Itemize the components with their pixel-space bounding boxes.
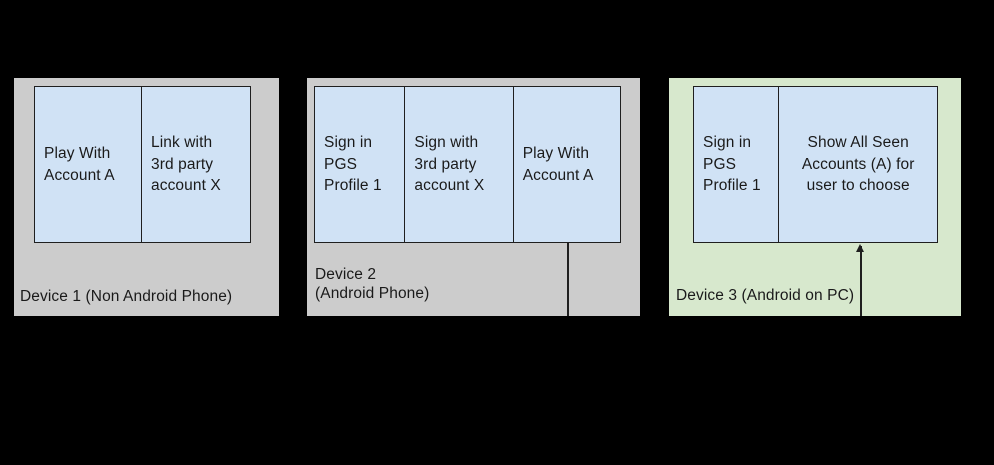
device-3-step-2[interactable]: Show All Seen Accounts (A) for user to c… [778, 87, 937, 242]
device-1-step-2[interactable]: Link with 3rd party account X [141, 87, 250, 242]
device-2-step-2[interactable]: Sign with 3rd party account X [404, 87, 512, 242]
device-1-step-row: Play With Account A Link with 3rd party a… [34, 86, 251, 243]
device-3-connector-arrowhead-icon [856, 244, 865, 252]
device-3-label: Device 3 (Android on PC) [676, 287, 855, 304]
device-1-step-1[interactable]: Play With Account A [44, 145, 115, 184]
device-2-connector-line [567, 243, 569, 316]
device-2-label: Device 2 (Android Phone) [315, 266, 430, 302]
device-3-step-1[interactable]: Sign in PGS Profile 1 [703, 134, 761, 195]
device-3-connector-line [860, 246, 862, 316]
device-2-step-row: Sign in PGS Profile 1 Sign with 3rd party… [314, 86, 621, 243]
device-2-step-3[interactable]: Play With Account A [512, 87, 620, 242]
device-2-step-1[interactable]: Sign in PGS Profile 1 [324, 134, 382, 195]
device-1-label: Device 1 (Non Android Phone) [20, 288, 233, 305]
device-3-step-row: Sign in PGS Profile 1 Show All Seen Accou… [693, 86, 938, 243]
